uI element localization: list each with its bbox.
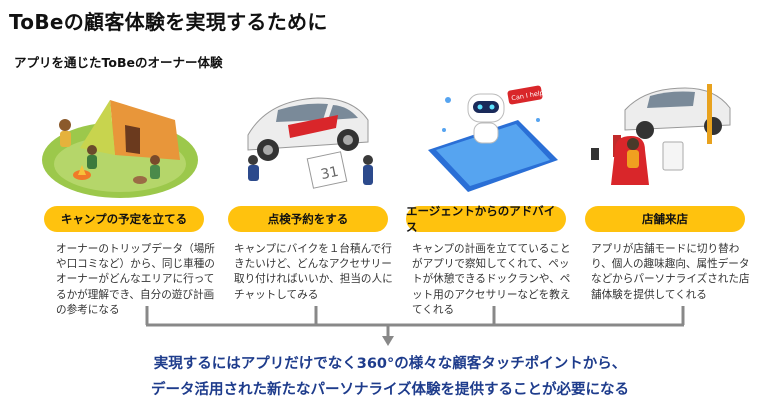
step-label-store-visit: 店舗来店 (585, 206, 745, 232)
step-label-agent-advice: エージェントからのアドバイス (406, 204, 566, 234)
step-description-camp-planning: オーナーのトリップデータ（場所や口コミなど）から、同じ車種のオーナーがどんなエリ… (56, 243, 215, 316)
step-description-store-visit: アプリが店舗モードに切り替わり、個人の趣味趣向、属性データなどからパーソナライズ… (591, 243, 750, 301)
conclusion-line-2: データ活用された新たなパーソナライズ体験を提供することが必要になる (150, 382, 630, 398)
conclusion-line-1: 実現するにはアプリだけでなく360°の様々な顧客タッチポイントから、 (153, 356, 627, 372)
down-arrow-icon (382, 336, 394, 346)
section-title: アプリを通じたToBeのオーナー体験 (14, 55, 223, 70)
step-description-inspection-booking: キャンプにバイクを１台積んで行きたいけど、どんなアクセサリー取り付ければいいか、… (234, 243, 393, 301)
svg-text:31: 31 (319, 164, 340, 183)
showroom-illustration (591, 84, 731, 185)
car-inspection-illustration: 31 (247, 97, 373, 189)
camping-illustration (42, 100, 198, 198)
step-label-camp-planning: キャンプの予定を立てる (44, 206, 204, 232)
step-description-agent-advice: キャンプの計画を立てていることがアプリで察知してくれて、ペットが休憩できるドック… (412, 243, 571, 316)
robot-agent-illustration: Can I help? (428, 85, 558, 192)
page-title: ToBeの顧客体験を実現するために (9, 10, 328, 34)
step-label-inspection-booking: 点検予約をする (228, 206, 388, 232)
